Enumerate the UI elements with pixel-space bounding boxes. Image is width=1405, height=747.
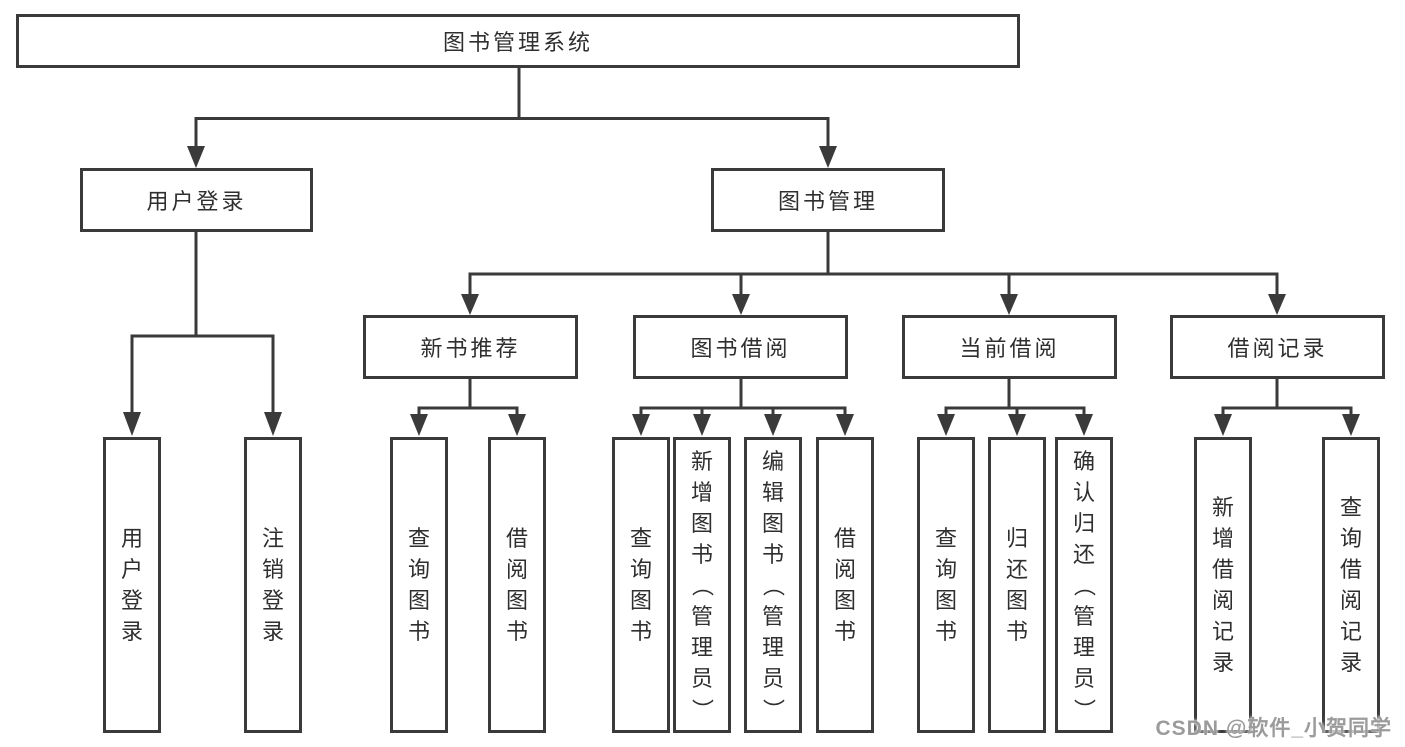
node-new-book-recommendation: 新书推荐 (363, 315, 578, 379)
node-book-borrowing: 图书借阅 (633, 315, 848, 379)
node-borrowing-records: 借阅记录 (1170, 315, 1385, 379)
node-borrow-book-recommend: 借阅图书 (488, 437, 546, 733)
node-borrow-book-borrowing: 借阅图书 (816, 437, 874, 733)
node-query-book-current: 查询图书 (917, 437, 975, 733)
node-add-borrow-record: 新增借阅记录 (1194, 437, 1252, 733)
node-current-borrowing: 当前借阅 (902, 315, 1117, 379)
node-user-login: 用户登录 (103, 437, 161, 733)
node-library-management-system: 图书管理系统 (16, 14, 1020, 68)
node-edit-book-admin: 编辑图书（管理员） (744, 437, 802, 733)
arrowhead-down-icon (123, 146, 1360, 436)
node-user-login-group: 用户登录 (80, 168, 313, 232)
node-query-borrow-record: 查询借阅记录 (1322, 437, 1380, 733)
node-confirm-return-admin: 确认归还（管理员） (1055, 437, 1113, 733)
node-logout: 注销登录 (244, 437, 302, 733)
node-book-management: 图书管理 (711, 168, 945, 232)
node-query-book-recommend: 查询图书 (390, 437, 448, 733)
node-return-book: 归还图书 (988, 437, 1046, 733)
node-query-book-borrowing: 查询图书 (612, 437, 670, 733)
node-add-book-admin: 新增图书（管理员） (673, 437, 731, 733)
watermark-text: CSDN @软件_小贺同学 (1155, 717, 1392, 740)
